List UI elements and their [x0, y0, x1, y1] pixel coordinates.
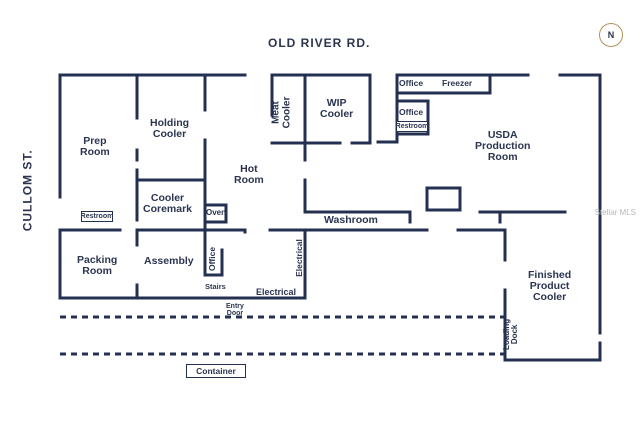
compass-icon: N: [599, 23, 623, 47]
room-freezer: Freezer: [442, 78, 473, 88]
room-prep-room: Prep Room: [80, 135, 110, 159]
room-oven: Oven: [206, 208, 227, 217]
room-electrical-vertical: Electrical: [293, 239, 304, 277]
road-cullom-st: CULLOM ST.: [20, 149, 35, 232]
container: Container: [186, 364, 246, 378]
room-assembly: Assembly: [144, 255, 194, 267]
room-cooler-coremark: Cooler Coremark: [143, 192, 193, 216]
room-hot-room: Hot Room: [234, 163, 264, 187]
room-meat-cooler: Meat Cooler: [270, 96, 292, 129]
room-holding-cooler: Holding Cooler: [150, 117, 190, 141]
room-electrical: Electrical: [256, 287, 297, 297]
room-finished-product-cooler: Finished Product Cooler: [528, 269, 572, 304]
room-office-1: Office: [399, 78, 424, 88]
room-wip-cooler: WIP Cooler: [320, 97, 354, 121]
room-stairs: Stairs: [205, 282, 226, 291]
watermark: Stellar MLS: [594, 208, 636, 217]
loading-dock-label: Loading Dock: [502, 318, 520, 350]
room-restroom-1: Restroom: [395, 121, 429, 132]
room-office-3: Office: [207, 246, 218, 272]
room-usda-production: USDA Production Room: [475, 129, 531, 164]
road-old-river-rd: OLD RIVER RD.: [268, 36, 371, 50]
compass-north-label: N: [607, 30, 615, 40]
entry-door-label: Entry Door: [226, 303, 244, 318]
room-office-2: Office: [399, 107, 424, 117]
room-restroom-2: Restroom: [80, 211, 114, 222]
room-packing-room: Packing Room: [77, 254, 118, 278]
room-washroom: Washroom: [324, 214, 378, 226]
